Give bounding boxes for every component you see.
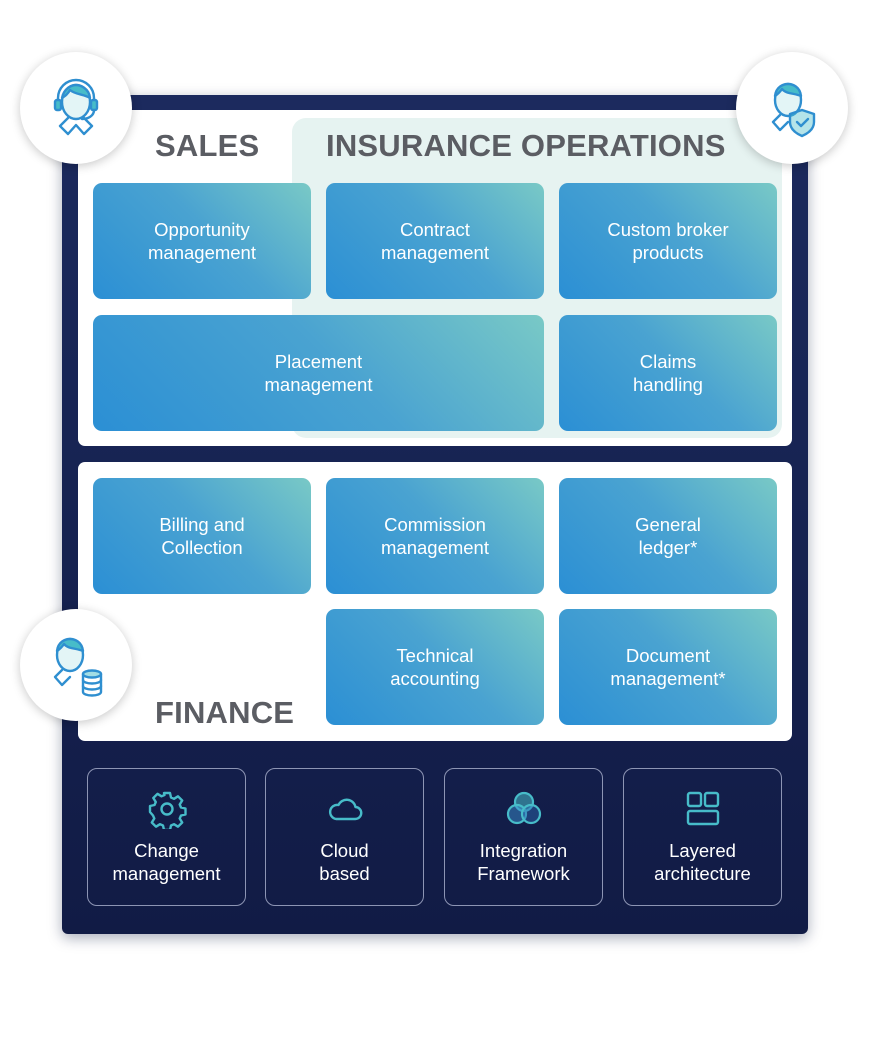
tile-label-line1: Commission <box>384 514 486 535</box>
circles-icon <box>506 791 541 825</box>
tile-label-line2: accounting <box>390 668 480 689</box>
tile-label-line2: management <box>264 374 373 395</box>
tile-label-line1: Billing and <box>159 514 245 535</box>
coins-user-icon <box>53 637 103 697</box>
tile-label-line1: General <box>635 514 701 535</box>
feature-label-line2: management <box>112 863 221 884</box>
tile-label-line1: Opportunity <box>154 219 250 240</box>
tile-label-line1: Placement <box>274 351 363 372</box>
headset-agent-icon <box>53 78 99 136</box>
gear-icon <box>148 791 187 829</box>
sales-badge <box>20 52 132 164</box>
tile-label-line2: products <box>632 242 704 263</box>
insurance-operations-title: INSURANCE OPERATIONS <box>326 128 726 163</box>
tile-label-line2: handling <box>633 374 703 395</box>
feature-label-line2: Framework <box>477 863 570 884</box>
tile-label-line2: management* <box>610 668 726 689</box>
tile-label-line2: management <box>381 537 489 558</box>
layout-icon <box>686 791 719 826</box>
feature-label-line2: architecture <box>654 863 751 884</box>
insurance-operations-badge <box>736 52 848 164</box>
tile-label-line2: ledger* <box>638 537 698 558</box>
feature-label-line2: based <box>319 863 370 884</box>
sales-title: SALES <box>155 128 260 163</box>
tile-label-line1: Technical <box>396 645 474 666</box>
tile-label-line2: management <box>381 242 489 263</box>
finance-title: FINANCE <box>155 695 295 730</box>
tile-label-line2: Collection <box>161 537 243 558</box>
finance-badge <box>20 609 132 721</box>
tile-label-line1: Document <box>625 645 711 666</box>
tile-label-line1: Contract <box>400 219 470 240</box>
tile-label-line2: management <box>148 242 256 263</box>
tile-label-line1: Claims <box>639 351 697 372</box>
tile-label-line1: Custom broker <box>607 219 729 240</box>
feature-label-line1: Layered <box>669 840 736 861</box>
shield-user-icon <box>771 82 816 138</box>
feature-label-line1: Change <box>134 840 199 861</box>
feature-label-line1: Cloud <box>320 840 369 861</box>
cloud-icon <box>328 798 362 821</box>
feature-label-line1: Integration <box>479 840 568 861</box>
